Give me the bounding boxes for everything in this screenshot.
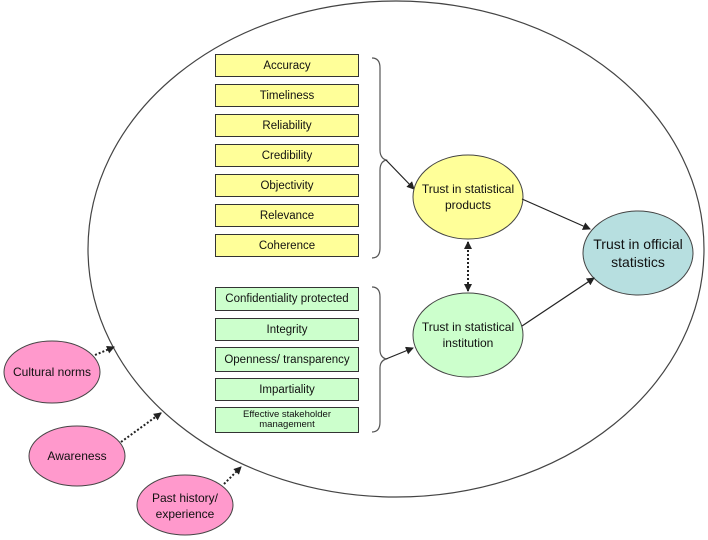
past-history-node <box>136 474 234 536</box>
product-attribute-box: Coherence <box>215 234 359 257</box>
arrow-trust-products-to-official <box>521 198 591 230</box>
institution-attribute-box: Integrity <box>215 318 359 341</box>
trust-institution-label: Trust in statistical institution <box>421 320 515 350</box>
arrow-institution-brace-to-trust-institution <box>385 346 414 360</box>
arrow-awareness-to-context <box>120 412 162 443</box>
context-ellipse <box>87 0 705 498</box>
awareness-label: Awareness <box>47 449 107 463</box>
institution-attributes-brace <box>371 286 388 433</box>
product-attribute-box: Reliability <box>215 114 359 137</box>
institution-attribute-box: Openness/ transparency <box>215 347 359 372</box>
institution-attribute-box: Impartiality <box>215 378 359 401</box>
past-history-label: Past history/ experience <box>151 491 219 521</box>
trust-institution-node <box>412 292 524 378</box>
trust-official-label: Trust in official statistics <box>593 236 683 270</box>
trust-official-node <box>582 210 694 296</box>
product-attribute-box: Objectivity <box>215 174 359 197</box>
institution-attribute-box: Confidentiality protected <box>215 287 359 311</box>
arrow-past-history-to-context <box>223 466 242 485</box>
trust-products-node <box>412 154 524 240</box>
trust-products-label: Trust in statistical products <box>421 182 515 212</box>
awareness-node <box>28 425 126 487</box>
product-attribute-box: Credibility <box>215 144 359 167</box>
institution-attribute-box: Effective stakeholder management <box>215 407 359 433</box>
product-attribute-box: Accuracy <box>215 54 359 77</box>
cultural-norms-node <box>3 340 101 404</box>
product-attributes-brace <box>371 57 388 259</box>
product-attribute-box: Timeliness <box>215 84 359 107</box>
product-attribute-box: Relevance <box>215 204 359 227</box>
arrow-cultural-norms-to-context <box>94 346 115 356</box>
arrow-trust-institution-to-official <box>521 277 595 327</box>
arrow-products-brace-to-trust-products <box>385 159 415 190</box>
cultural-norms-label: Cultural norms <box>12 365 92 379</box>
